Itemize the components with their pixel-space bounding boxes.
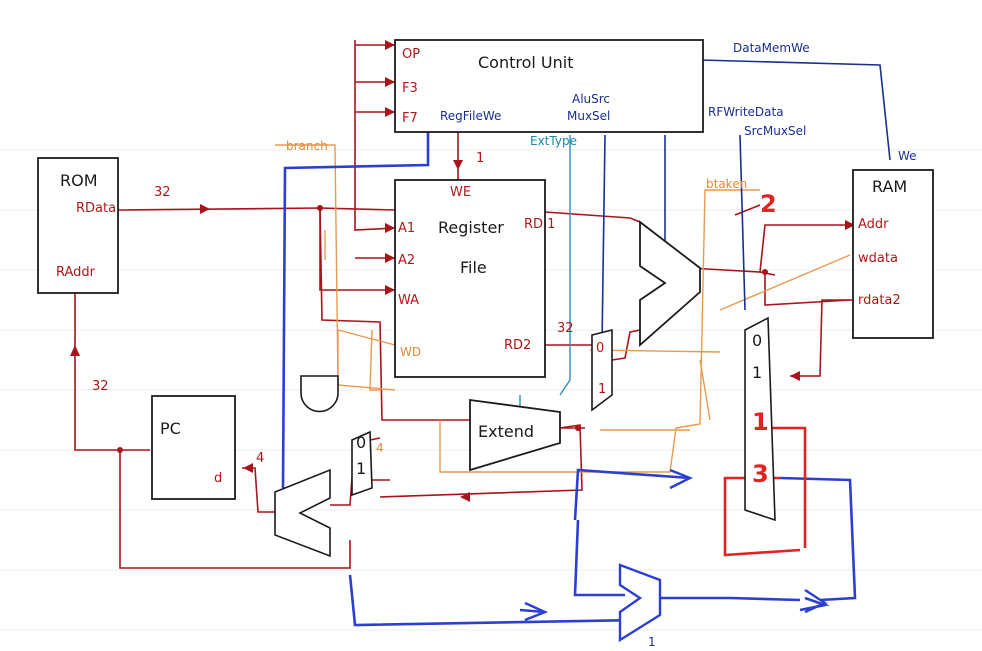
annotation-one: 1 (752, 408, 769, 436)
rom-rdata-label: RData (76, 201, 116, 216)
rf-write-data-mux: 0 1 (744, 316, 776, 522)
signal-labels: DataMemWe We SrcMuxSel ExtType branch bt… (286, 41, 917, 191)
rf-wa-label: WA (398, 293, 419, 308)
alu-block (639, 220, 701, 347)
extend-block: Extend (469, 398, 561, 472)
annotation-three: 3 (752, 460, 769, 488)
rf-we-label: WE (450, 185, 471, 200)
rf-mux-0: 0 (752, 331, 762, 350)
rf-title-1: Register (438, 218, 504, 237)
ram-addr-label: Addr (858, 217, 889, 232)
alu-src-mux: 0 1 (591, 328, 613, 412)
and-gate (300, 375, 339, 413)
width-labels: 1 32 32 32 4 4 1 (92, 151, 656, 649)
we-width: 1 (476, 151, 484, 166)
signal-src-mux-sel: SrcMuxSel (744, 124, 806, 138)
rf-a2-label: A2 (398, 253, 415, 268)
pc-block: PC d (151, 395, 236, 500)
cu-input-f3: F3 (402, 81, 418, 96)
pc-title: PC (160, 419, 181, 438)
rom-raddr-label: RAddr (56, 265, 96, 280)
bright-red-numbers: 2 1 3 (752, 190, 777, 488)
ram-wdata-label: wdata (858, 251, 898, 266)
register-file-block: WE Register File A1 A2 WA WD RD 1 RD2 (394, 179, 555, 378)
pc-mux-0: 0 (356, 433, 366, 452)
extend-title: Extend (478, 422, 534, 441)
pc-mux-4: 4 (376, 441, 384, 455)
ram-rdata-label: rdata2 (858, 293, 901, 308)
signal-ram-we: We (898, 149, 917, 163)
junction-dots (117, 205, 768, 453)
adder-one: 1 (648, 635, 656, 649)
annotation-two: 2 (760, 190, 777, 218)
navy-wires (601, 59, 891, 346)
rom-block: ROM RData RAddr (37, 157, 119, 294)
branch-adder (618, 563, 662, 643)
rf-rd1-label: RD 1 (524, 217, 555, 232)
control-unit-title: Control Unit (478, 53, 574, 72)
pc-plus-4: 4 (256, 451, 264, 466)
control-unit-block: Control Unit OP F3 F7 RegFileWe AluSrc M… (394, 39, 784, 133)
pc-d-label: d (214, 471, 222, 486)
rd2-width: 32 (557, 321, 574, 336)
orange-wires (275, 144, 851, 473)
signal-reg-file-we: RegFileWe (440, 109, 501, 123)
signal-branch: branch (286, 139, 328, 153)
signal-ext-type: ExtType (530, 134, 577, 148)
blue-arrowheads (524, 468, 828, 622)
rf-mux-1: 1 (752, 363, 762, 382)
pc-mux-1: 1 (356, 459, 366, 478)
alu-mux-1: 1 (598, 382, 606, 397)
alu-mux-0: 0 (596, 341, 604, 356)
rom-width: 32 (154, 185, 171, 200)
cu-input-f7: F7 (402, 111, 418, 126)
pc-width: 32 (92, 379, 109, 394)
arrowheads (70, 40, 855, 502)
signal-alu-src: AluSrc (572, 92, 610, 106)
rf-a1-label: A1 (398, 221, 415, 236)
rf-rd2-label: RD2 (504, 338, 531, 353)
signal-mux-sel: MuxSel (567, 109, 610, 123)
rom-title: ROM (60, 171, 98, 190)
ram-block: RAM Addr wdata rdata2 (852, 169, 934, 339)
signal-data-mem-we: DataMemWe (733, 41, 810, 55)
ram-title: RAM (872, 177, 907, 196)
signal-rf-write-data: RFWriteData (708, 105, 784, 119)
signal-b-taken: btaken (706, 177, 747, 191)
pc-adder (274, 468, 331, 558)
blue-wires (281, 132, 857, 627)
cu-input-op: OP (402, 47, 420, 62)
rf-wd-label: WD (400, 345, 421, 359)
pc-mux: 0 1 (351, 430, 373, 497)
rf-title-2: File (460, 258, 487, 277)
